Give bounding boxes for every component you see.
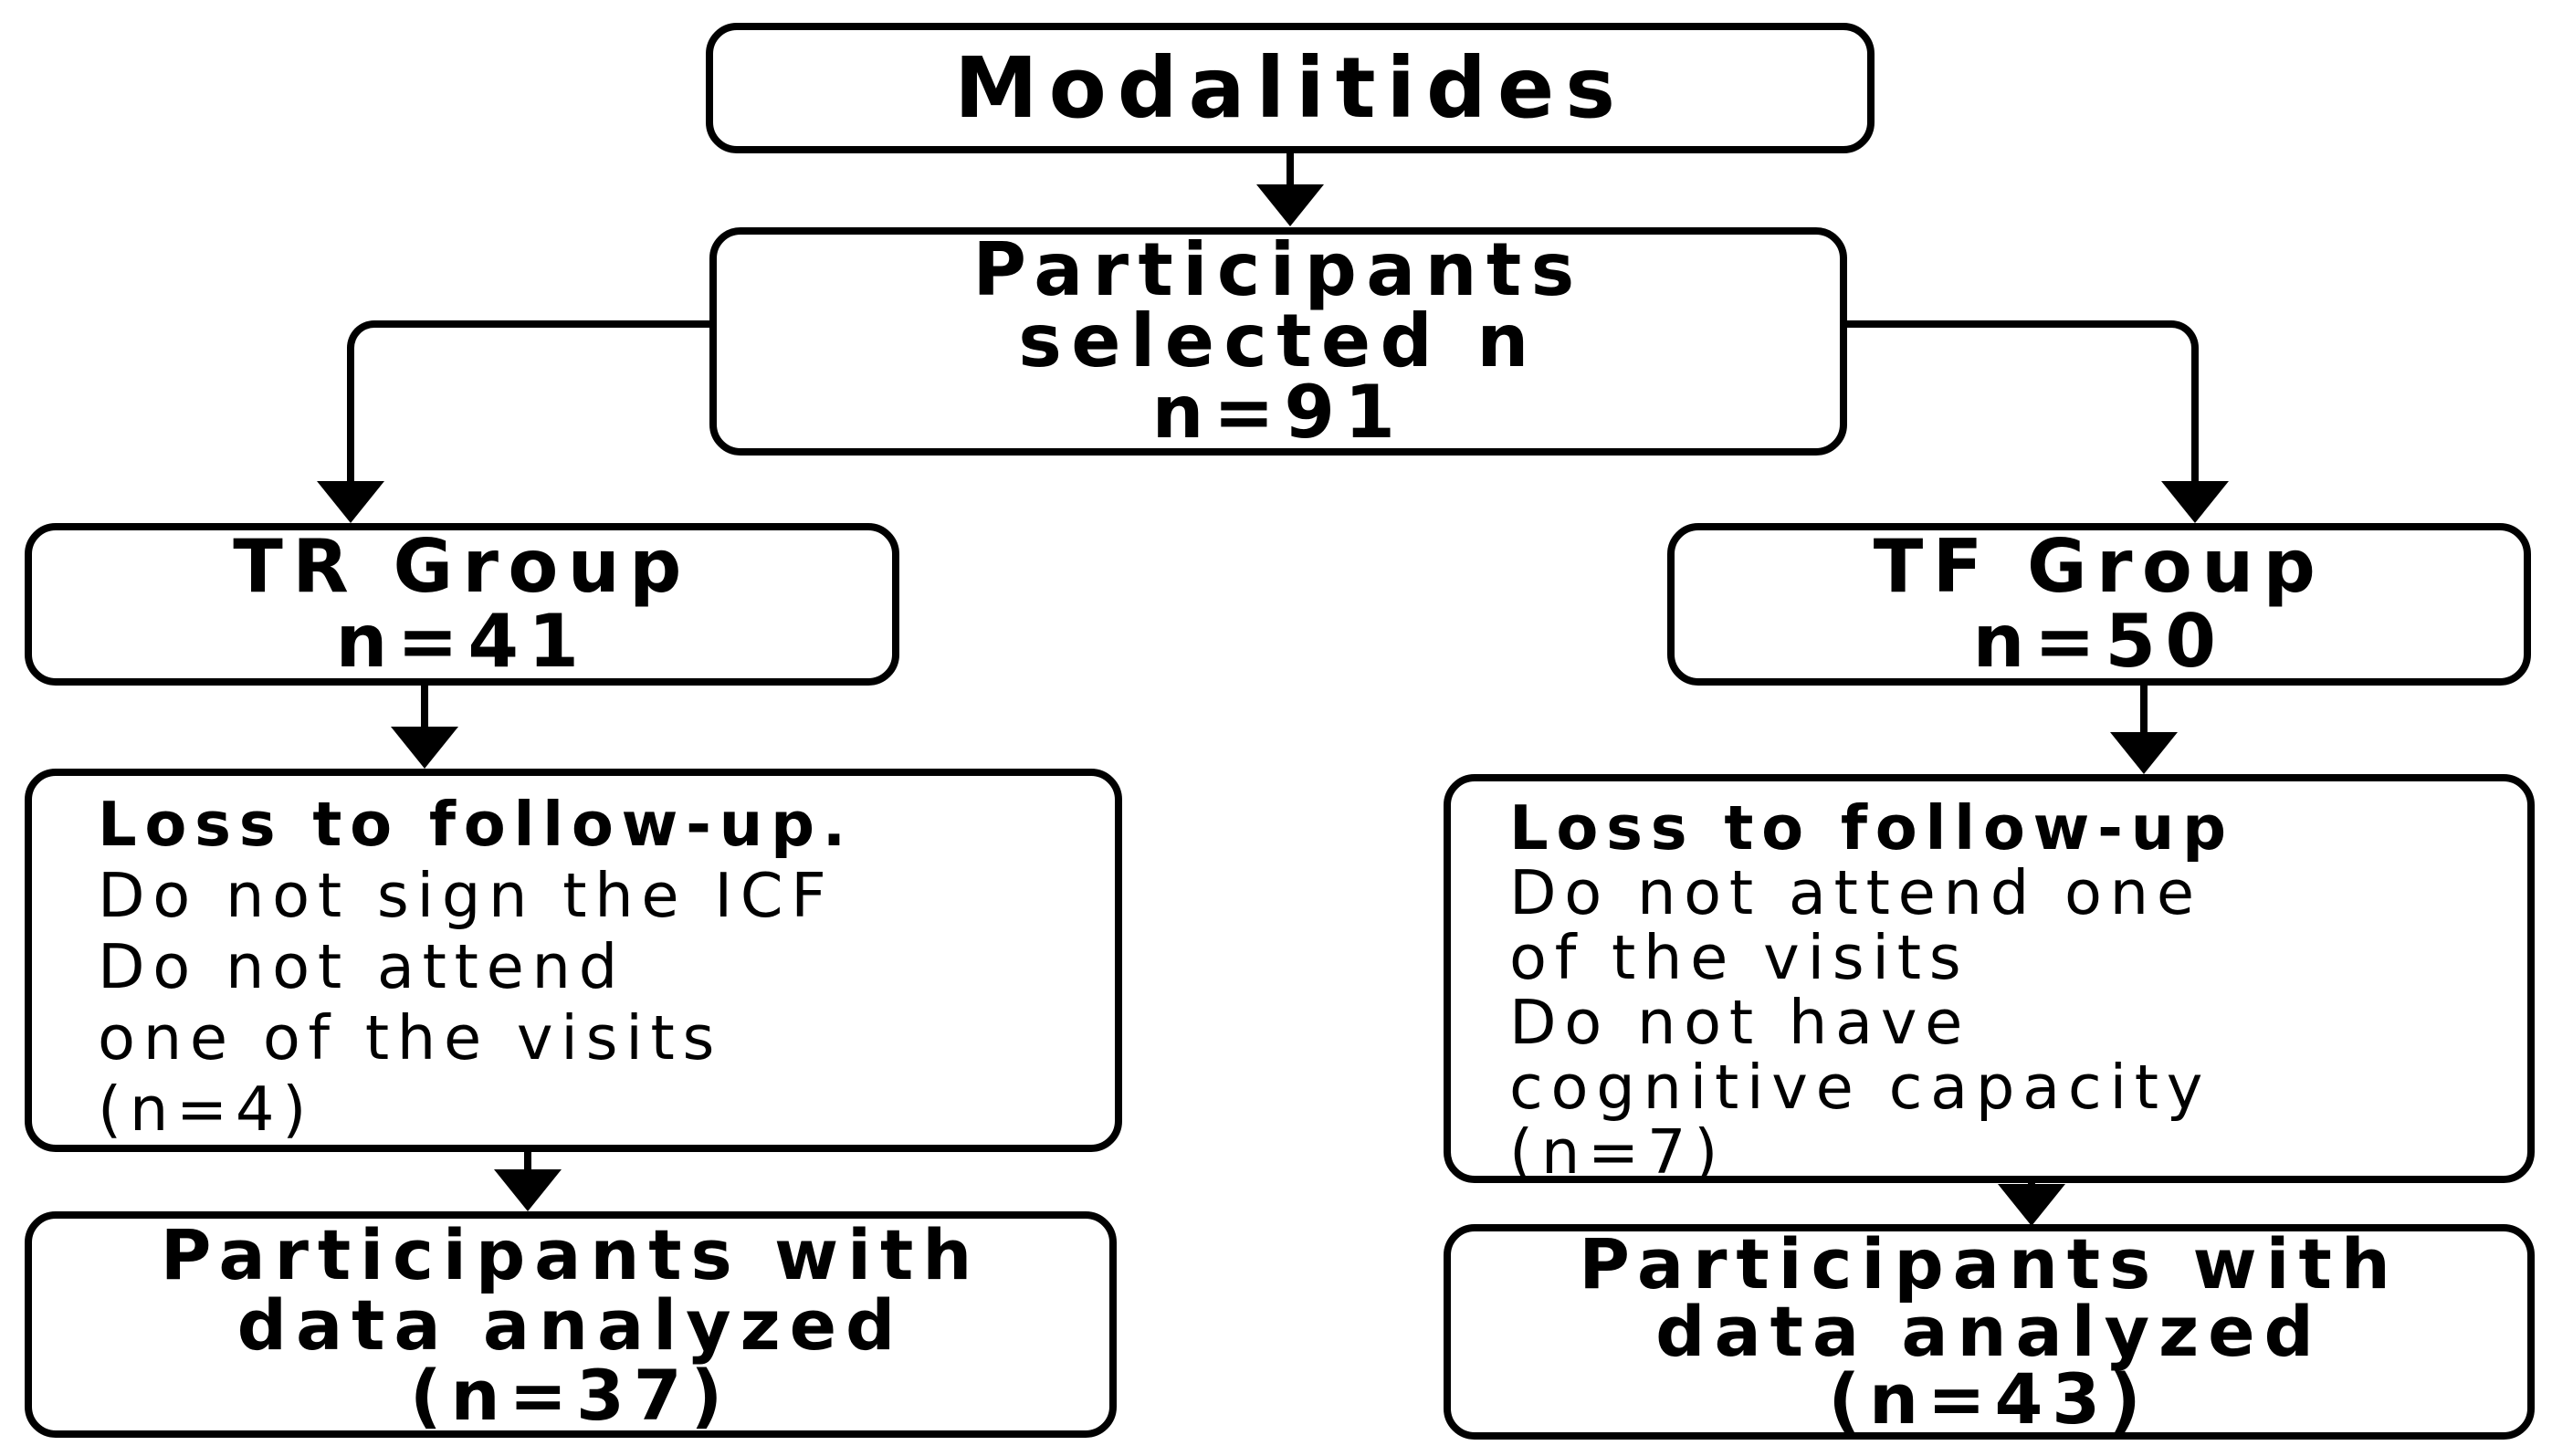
tr-loss-line: one of the visits xyxy=(98,1002,723,1074)
arrowhead-icon xyxy=(1256,184,1324,226)
tf-loss-heading: Loss to follow-up xyxy=(1509,792,2234,864)
selected-count: n=91 xyxy=(1151,370,1405,455)
arrow-tf-group-to-tf-loss xyxy=(2140,685,2148,735)
tr-analyzed-box: Participants with data analyzed (n=37) xyxy=(25,1211,1117,1438)
arrow-tr-group-to-tr-loss xyxy=(421,685,428,732)
tr-analyzed-line: data analyzed xyxy=(236,1283,905,1366)
arrowhead-icon xyxy=(1998,1184,2065,1226)
tr-loss-box: Loss to follow-up. Do not sign the ICF D… xyxy=(25,769,1122,1152)
tf-group-count: n=50 xyxy=(1972,599,2226,684)
tr-analyzed-line: Participants with xyxy=(160,1213,982,1295)
arrowhead-icon xyxy=(317,481,384,523)
arrow-modalities-to-selected xyxy=(1287,152,1294,194)
tr-group-box: TR Group n=41 xyxy=(25,523,899,686)
selected-line: Participants xyxy=(972,227,1584,312)
arrowhead-icon xyxy=(494,1169,562,1211)
selected-line: selected n xyxy=(1018,299,1539,383)
arrowhead-icon xyxy=(2161,481,2229,523)
tf-loss-box: Loss to follow-up Do not attend one of t… xyxy=(1444,774,2535,1188)
tr-loss-line: Do not attend xyxy=(98,931,625,1002)
tf-loss-line: of the visits xyxy=(1509,922,1969,993)
arrow-selected-to-tf-group xyxy=(1846,320,2199,481)
modalities-box: Modalitides xyxy=(706,23,1875,153)
modalities-title: Modalitides xyxy=(954,39,1626,137)
tf-analyzed-line: data analyzed xyxy=(1655,1291,2323,1372)
tr-loss-heading: Loss to follow-up. xyxy=(98,789,854,860)
tr-analyzed-count: (n=37) xyxy=(409,1354,732,1436)
tf-analyzed-line: Participants with xyxy=(1579,1223,2400,1304)
arrow-tr-loss-to-tr-analyzed xyxy=(524,1152,531,1175)
participants-selected-box: Participants selected n n=91 xyxy=(709,227,1847,456)
tf-loss-line: cognitive capacity xyxy=(1509,1052,2211,1123)
tf-analyzed-count: (n=43) xyxy=(1828,1358,2150,1440)
tf-analyzed-box: Participants with data analyzed (n=43) xyxy=(1444,1224,2535,1440)
tr-loss-count: (n=4) xyxy=(98,1074,315,1145)
tf-group-box: TF Group n=50 xyxy=(1667,523,2531,686)
tf-loss-count: (n=7) xyxy=(1509,1116,1727,1188)
tr-group-label: TR Group xyxy=(233,524,691,609)
arrowhead-icon xyxy=(391,727,458,769)
tr-loss-line: Do not sign the ICF xyxy=(98,860,835,931)
tr-group-count: n=41 xyxy=(335,599,589,684)
tf-group-label: TF Group xyxy=(1873,524,2326,609)
tf-loss-line: Do not attend one xyxy=(1509,857,2202,928)
arrowhead-icon xyxy=(2110,732,2178,774)
tf-loss-line: Do not have xyxy=(1509,987,1971,1058)
arrow-selected-to-tr-group xyxy=(347,320,709,481)
